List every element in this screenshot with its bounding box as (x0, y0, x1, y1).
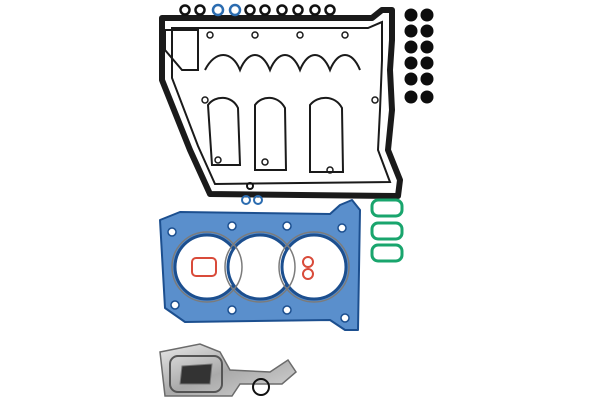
intake-manifold-gaskets (370, 198, 404, 263)
o-ring-bottom (252, 378, 270, 396)
o-rings-top-row (179, 3, 336, 17)
cylinder-head-gasket (159, 199, 361, 331)
valve-cover-gasket (159, 7, 403, 199)
exhaust-heat-shield-gasket (159, 343, 297, 397)
o-rings-middle (241, 182, 263, 205)
valve-stem-seals (404, 8, 434, 104)
